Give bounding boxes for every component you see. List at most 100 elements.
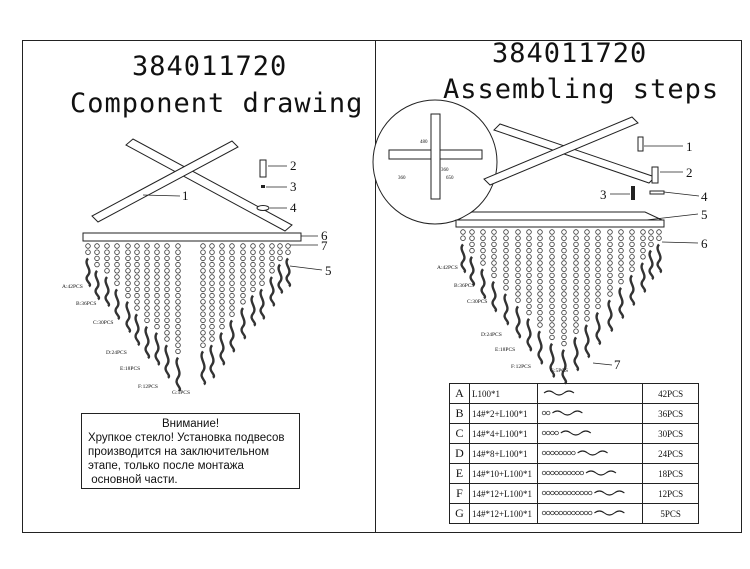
crystal-bead <box>175 280 181 286</box>
crystal-drop <box>277 263 284 295</box>
pendant-type-label: C:30PCS <box>93 320 114 326</box>
crystal-bead <box>526 309 532 316</box>
right-callout-2: 2 <box>686 165 693 180</box>
crystal-bead <box>607 291 613 297</box>
crystal-bead <box>200 292 206 299</box>
mounting-bar <box>91 140 239 223</box>
crystal-bead <box>526 254 532 260</box>
crystal-bead <box>607 241 613 248</box>
panel-divider <box>375 40 376 533</box>
crystal-bead <box>134 280 140 286</box>
crystal-bead <box>549 272 555 279</box>
crystal-bead <box>491 241 497 248</box>
crystal-bead <box>94 255 100 262</box>
crystal-bead <box>154 323 160 330</box>
crystal-bead <box>503 266 509 272</box>
crystal-bead <box>209 243 215 249</box>
crystal-bead <box>134 249 140 255</box>
crystal-bead <box>549 235 555 241</box>
crystal-bead <box>94 249 100 255</box>
crystal-bead <box>175 336 181 342</box>
crystal-bead <box>584 272 590 279</box>
crystal-bead <box>573 266 579 272</box>
crystal-bead <box>219 286 225 293</box>
crystal-drop <box>656 243 663 274</box>
parts-quantity: 30PCS <box>642 423 699 444</box>
crystal-drop <box>144 325 151 360</box>
mounting-bar <box>125 138 293 232</box>
crystal-bead <box>229 286 235 293</box>
crystal-bead <box>656 235 662 241</box>
crystal-bead <box>584 316 590 322</box>
mounting-bar <box>483 116 639 186</box>
crystal-bead <box>209 280 215 286</box>
dimension-label: 360 <box>398 176 406 181</box>
mounting-bar-cross <box>91 138 293 232</box>
pendant-strand-icon <box>542 469 617 476</box>
crystal-bead <box>175 286 181 293</box>
crystal-bead <box>537 254 543 260</box>
crystal-bead <box>269 261 275 268</box>
crystal-bead <box>561 340 567 347</box>
crystal-bead <box>240 280 246 286</box>
crystal-bead <box>164 336 170 342</box>
crystal-bead <box>526 247 532 254</box>
crystal-drop <box>259 288 266 320</box>
left-model-number: 384011720 <box>132 51 288 82</box>
crystal-drop <box>85 257 92 288</box>
crystal-bead <box>259 249 265 255</box>
crystal-bead <box>573 260 579 266</box>
crystal-bead <box>175 261 181 268</box>
crystal-bead <box>134 305 140 311</box>
crystal-bead <box>175 292 181 299</box>
crystal-bead <box>618 229 624 235</box>
crystal-bead <box>175 348 181 355</box>
crystal-bead <box>209 299 215 305</box>
crystal-bead <box>144 305 150 311</box>
crystal-bead <box>200 323 206 330</box>
crystal-bead <box>269 255 275 262</box>
crystal-bead <box>240 249 246 255</box>
crystal-bead <box>526 272 532 279</box>
crystal-bead <box>240 299 246 305</box>
crystal-bead <box>480 247 486 254</box>
crystal-bead <box>240 261 246 268</box>
crystal-bead <box>175 317 181 324</box>
crystal-bead <box>584 285 590 291</box>
crystal-bead <box>200 249 206 255</box>
crystal-bead <box>164 280 170 286</box>
crystal-bead <box>460 235 466 241</box>
crystal-drop <box>285 257 292 288</box>
crystal-bead <box>134 261 140 268</box>
crystal-bead <box>595 297 601 303</box>
crystal-bead <box>503 272 509 279</box>
crystal-bead <box>537 303 543 310</box>
crystal-bead <box>607 229 613 235</box>
crystal-bead <box>134 268 140 274</box>
parts-code: 14#*4+L100*1 <box>468 423 539 444</box>
crystal-bead <box>618 241 624 248</box>
parts-illustration <box>537 383 644 404</box>
crystal-drop <box>573 336 580 372</box>
crystal-bead <box>164 286 170 293</box>
crystal-bead <box>229 274 235 280</box>
crystal-bead <box>561 278 567 285</box>
right-assembly-drawing <box>372 99 700 385</box>
crystal-bead <box>209 255 215 262</box>
crystal-drop <box>640 262 647 293</box>
dimension-label: 650 <box>446 176 454 181</box>
crystal-bead <box>209 261 215 268</box>
crystal-bead <box>573 235 579 241</box>
crystal-bead <box>200 261 206 268</box>
crystal-bead <box>134 274 140 280</box>
bolt-part <box>637 136 644 152</box>
crystal-bead <box>595 272 601 279</box>
crystal-drop <box>561 349 568 385</box>
crystal-bead <box>640 254 646 260</box>
crystal-bead <box>561 316 567 322</box>
crystal-bead <box>549 278 555 285</box>
crystal-bead <box>629 254 635 260</box>
crystal-bead <box>219 323 225 330</box>
